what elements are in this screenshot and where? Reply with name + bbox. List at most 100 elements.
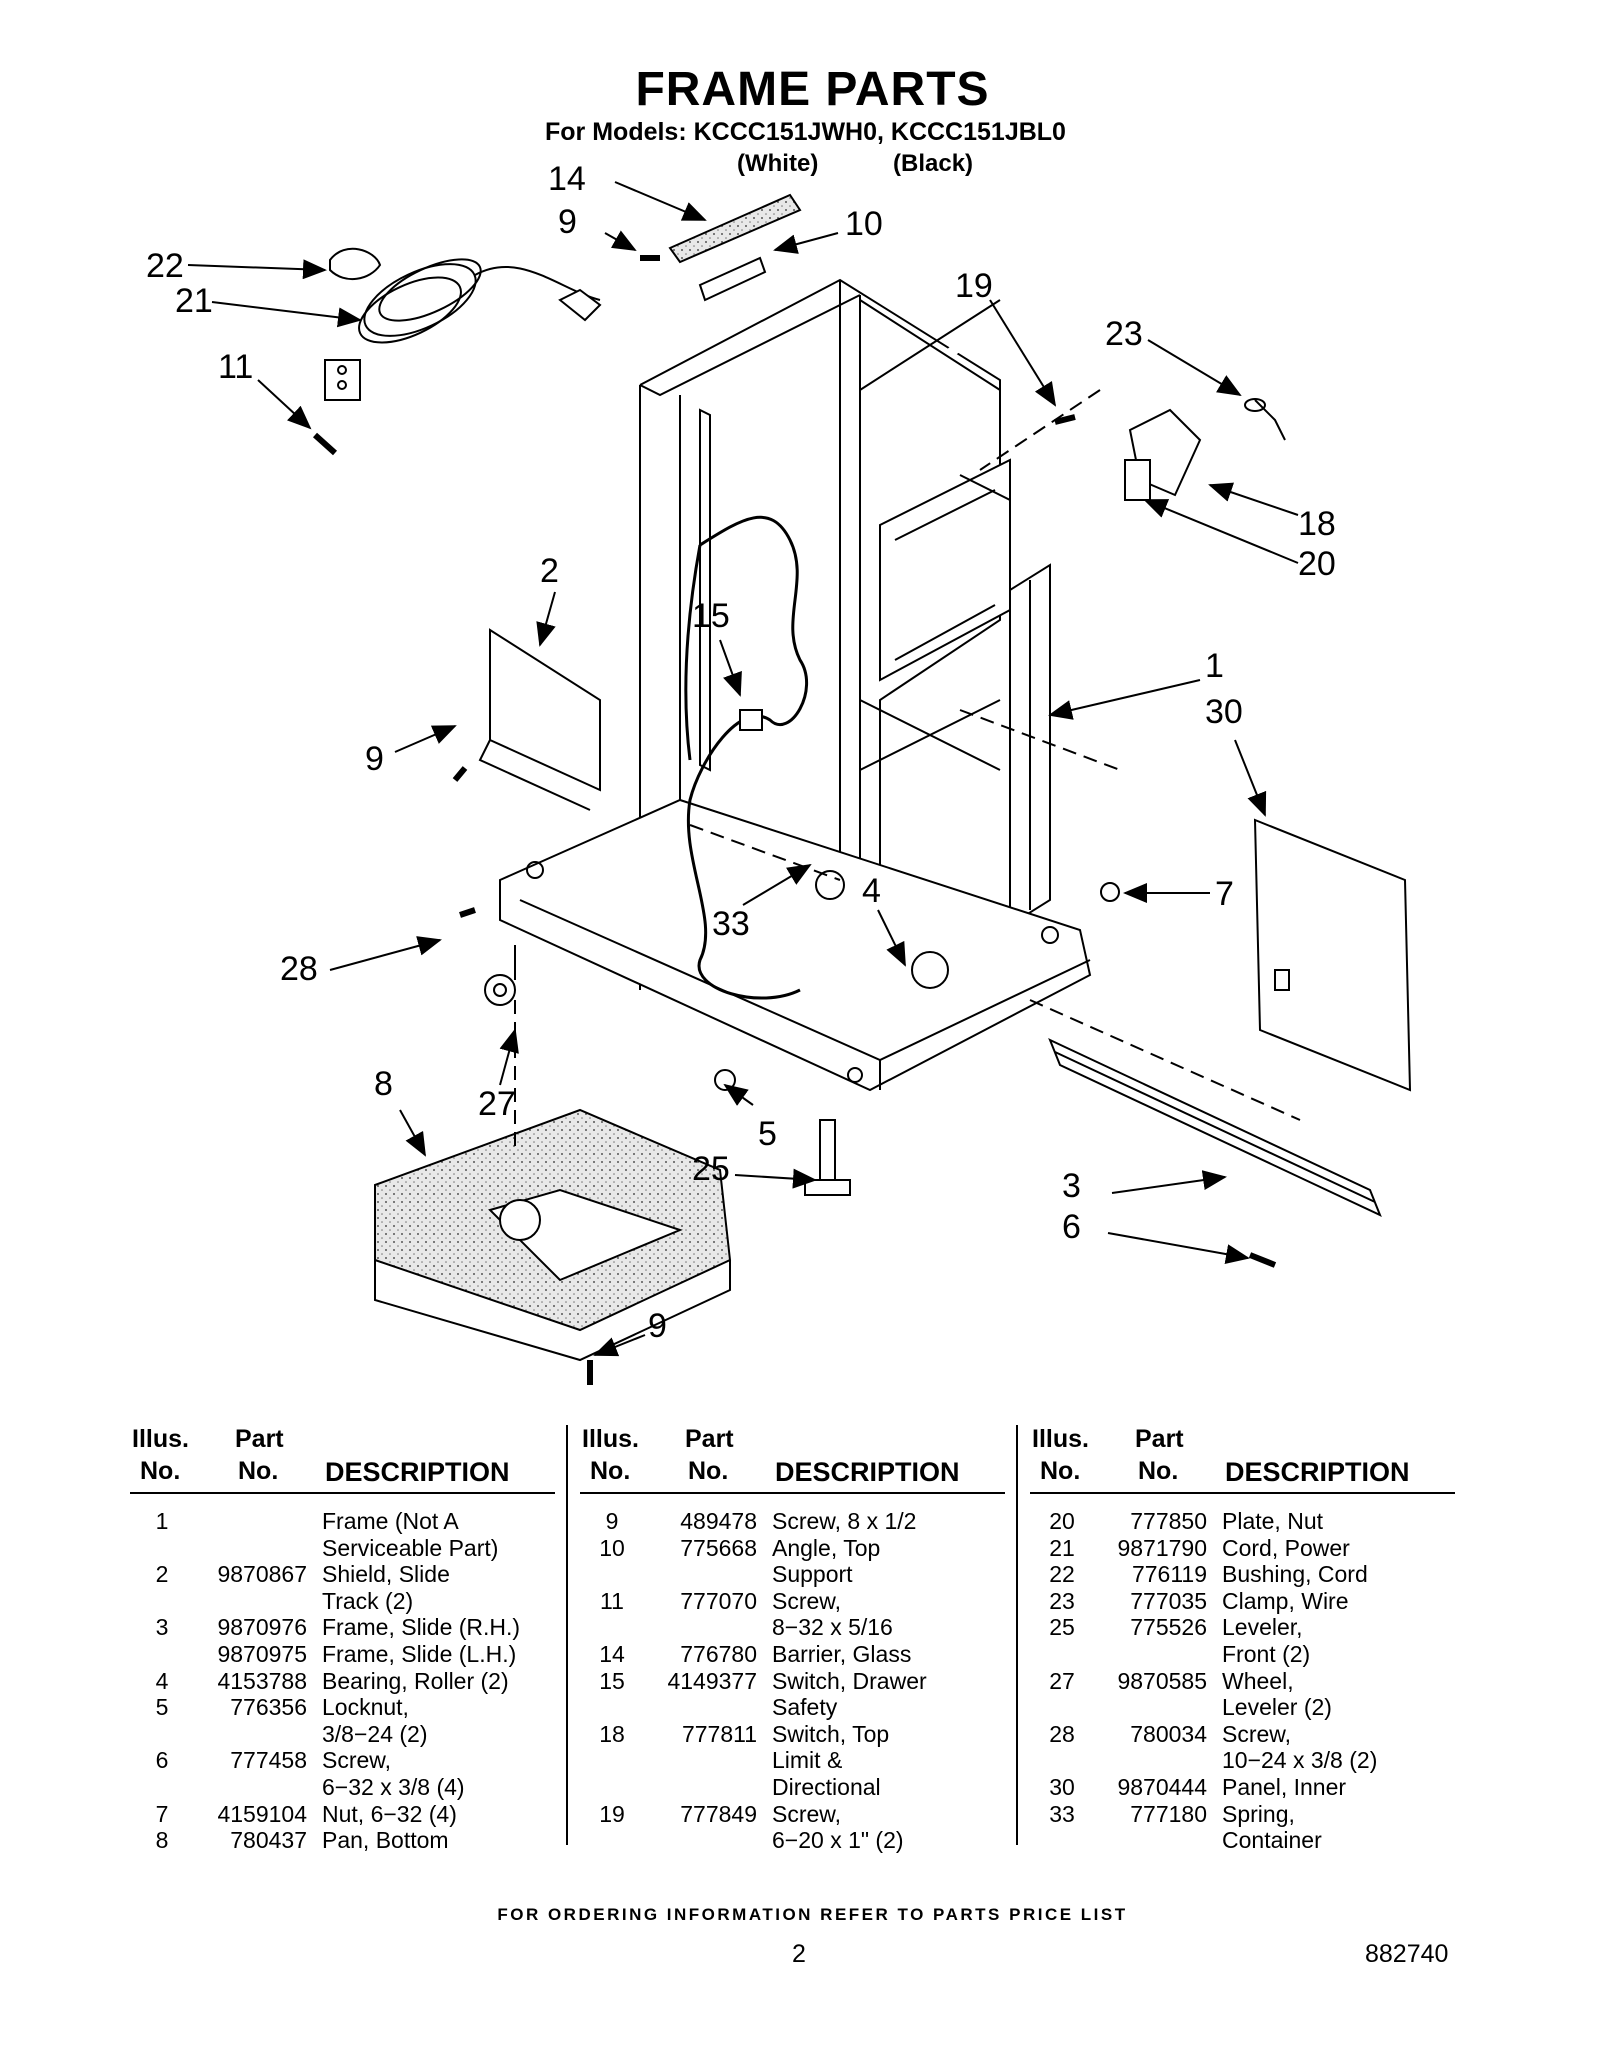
part-description: Spring, Container bbox=[1222, 1800, 1322, 1854]
callout-leaders bbox=[187, 181, 1299, 1357]
callout-21: 21 bbox=[175, 282, 213, 320]
table-header-col-1: Illus. No. Part No. DESCRIPTION bbox=[132, 1425, 510, 1487]
callout-20: 20 bbox=[1298, 545, 1336, 583]
table-row: 2 9870867 Shield, Slide Track (2) bbox=[132, 1561, 552, 1614]
callout-14: 14 bbox=[548, 160, 586, 198]
illus-number: 15 bbox=[599, 1667, 625, 1694]
part-number: 780034 bbox=[1130, 1720, 1207, 1747]
callout-15: 15 bbox=[692, 597, 730, 635]
part-description: Angle, Top Support bbox=[772, 1534, 881, 1588]
illus-number: 19 bbox=[599, 1800, 625, 1827]
frame-drawing bbox=[312, 193, 1412, 1385]
callout-30: 30 bbox=[1205, 693, 1243, 731]
illus-number: 22 bbox=[1049, 1561, 1075, 1588]
illus-number: 30 bbox=[1049, 1773, 1075, 1800]
part-description: Screw, 8−32 x 5/16 bbox=[772, 1587, 893, 1641]
part-description: Screw, 6−32 x 3/8 (4) bbox=[322, 1747, 465, 1800]
part-description: Plate, Nut bbox=[1222, 1508, 1323, 1534]
table-row: 20 777850 Plate, Nut bbox=[1032, 1508, 1452, 1535]
illus-number: 6 bbox=[155, 1747, 169, 1774]
illus-number: 4 bbox=[155, 1667, 169, 1694]
part-description: Bushing, Cord bbox=[1222, 1561, 1368, 1588]
illus-number: 27 bbox=[1049, 1667, 1075, 1694]
callout-2: 2 bbox=[540, 552, 559, 590]
model-subtitle: For Models: KCCC151JWH0, KCCC151JBL0 bbox=[545, 118, 1066, 146]
part-number: 9870975 bbox=[217, 1640, 307, 1667]
page-number: 2 bbox=[792, 1940, 806, 1968]
callout-18: 18 bbox=[1298, 505, 1336, 543]
part-number: 9870976 bbox=[217, 1614, 307, 1641]
ordering-note: FOR ORDERING INFORMATION REFER TO PARTS … bbox=[497, 1905, 1128, 1924]
illus-number: 21 bbox=[1049, 1534, 1075, 1561]
part-description: Wheel, Leveler (2) bbox=[1222, 1667, 1332, 1721]
callout-1: 1 bbox=[1205, 647, 1224, 685]
part-description: Screw, 8 x 1/2 bbox=[772, 1508, 917, 1534]
callout-6: 6 bbox=[1062, 1208, 1081, 1246]
callout-23: 23 bbox=[1105, 315, 1143, 353]
part-description: Switch, Drawer Safety bbox=[772, 1667, 927, 1721]
part-number: 9870867 bbox=[217, 1561, 307, 1588]
column-divider-1 bbox=[566, 1425, 568, 1845]
callout-9c: 9 bbox=[648, 1307, 667, 1345]
header-rule-1 bbox=[130, 1492, 555, 1494]
table-row: 33 777180 Spring, Container bbox=[1032, 1801, 1452, 1854]
table-row: 9870975 Frame, Slide (L.H.) bbox=[132, 1641, 552, 1668]
illus-number: 5 bbox=[155, 1694, 169, 1721]
part-description: Locknut, 3/8−24 (2) bbox=[322, 1694, 428, 1747]
callout-22: 22 bbox=[146, 247, 184, 285]
header-rule-2 bbox=[580, 1492, 1005, 1494]
illus-number: 3 bbox=[155, 1614, 169, 1641]
callout-25: 25 bbox=[692, 1150, 730, 1188]
part-description: Shield, Slide Track (2) bbox=[322, 1561, 450, 1614]
part-description: Nut, 6−32 (4) bbox=[322, 1800, 457, 1827]
column-divider-2 bbox=[1016, 1425, 1018, 1845]
part-number: 9870444 bbox=[1117, 1773, 1207, 1800]
table-row: 22 776119 Bushing, Cord bbox=[1032, 1561, 1452, 1588]
part-number: 776356 bbox=[230, 1694, 307, 1721]
part-description: Frame, Slide (L.H.) bbox=[322, 1640, 517, 1667]
part-number: 777850 bbox=[1130, 1508, 1207, 1534]
illus-number: 2 bbox=[155, 1561, 169, 1588]
table-row: 21 9871790 Cord, Power bbox=[1032, 1535, 1452, 1562]
illus-number: 23 bbox=[1049, 1587, 1075, 1614]
illus-number: 20 bbox=[1049, 1508, 1075, 1534]
part-description: Cord, Power bbox=[1222, 1534, 1350, 1561]
part-description: Barrier, Glass bbox=[772, 1640, 912, 1667]
part-number: 776780 bbox=[680, 1640, 757, 1667]
illus-number: 8 bbox=[155, 1827, 169, 1854]
part-number: 776119 bbox=[1131, 1561, 1207, 1588]
callout-8: 8 bbox=[374, 1065, 393, 1103]
part-description: Frame (Not A Serviceable Part) bbox=[322, 1508, 499, 1561]
table-row: 3 9870976 Frame, Slide (R.H.) bbox=[132, 1614, 552, 1641]
illus-number: 33 bbox=[1049, 1800, 1075, 1827]
callout-19: 19 bbox=[955, 267, 993, 305]
callout-27: 27 bbox=[478, 1085, 516, 1123]
part-description: Leveler, Front (2) bbox=[1222, 1614, 1311, 1667]
callout-5: 5 bbox=[758, 1115, 777, 1153]
part-number: 777180 bbox=[1130, 1800, 1207, 1827]
part-number: 777811 bbox=[681, 1720, 757, 1747]
part-description: Pan, Bottom bbox=[322, 1827, 449, 1854]
callout-4: 4 bbox=[862, 872, 881, 910]
part-number: 4153788 bbox=[217, 1667, 307, 1694]
color-label-black: (Black) bbox=[893, 150, 974, 177]
callout-7: 7 bbox=[1215, 875, 1234, 913]
part-number: 9871790 bbox=[1117, 1534, 1207, 1561]
illus-number: 9 bbox=[605, 1508, 619, 1534]
illus-number: 25 bbox=[1049, 1614, 1075, 1641]
part-number: 775668 bbox=[680, 1534, 757, 1561]
part-description: Frame, Slide (R.H.) bbox=[322, 1614, 521, 1641]
